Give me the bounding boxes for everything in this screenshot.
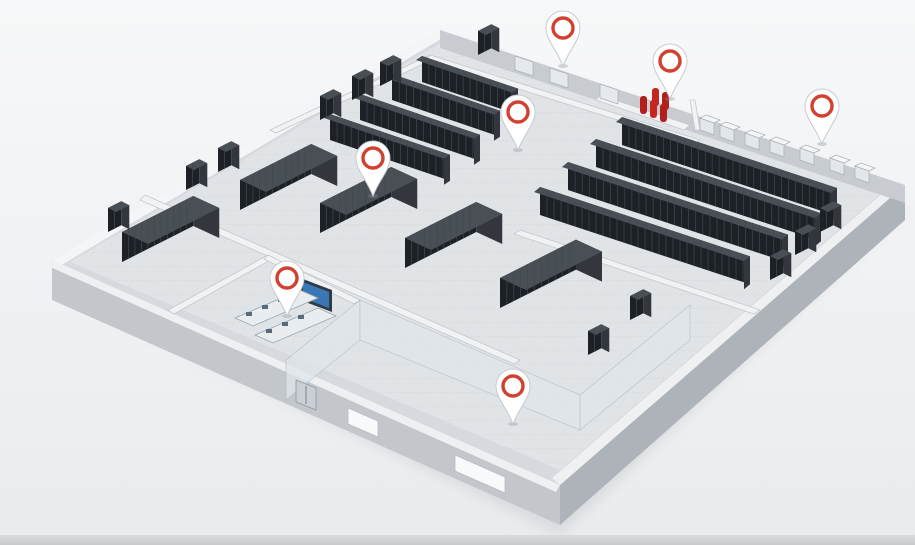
ups-cabinet-4 [769, 136, 791, 158]
map-pin-icon [551, 16, 575, 40]
rack-row-north-3 [386, 74, 500, 141]
server-pod-2 [240, 144, 338, 210]
cabinet-12 [478, 24, 500, 55]
server-pod-5 [500, 239, 602, 308]
front-wall-windows [347, 407, 506, 494]
cabinet-8 [588, 324, 610, 355]
location-pin-7[interactable] [495, 368, 531, 426]
map-pin-icon [658, 49, 682, 73]
cabinet-4 [320, 89, 342, 120]
fire-suppression-cylinders [640, 88, 669, 122]
rack-row-east-3 [590, 139, 821, 247]
entrance-door [295, 379, 317, 411]
map-pin-icon [361, 146, 385, 170]
map-pin-icon [275, 266, 299, 290]
cabinet-1 [108, 201, 130, 232]
location-pin-6[interactable] [269, 260, 305, 318]
ups-cabinet-5 [799, 144, 821, 166]
viewport-bottom-bar [0, 535, 915, 545]
ups-room-unit-2 [549, 67, 569, 89]
cabinet-3 [218, 141, 240, 172]
cabinet-9 [770, 249, 792, 280]
rack-row-east-2 [562, 162, 788, 268]
ups-cabinet-1 [699, 114, 721, 136]
ups-cabinet-7 [854, 162, 876, 184]
location-pin-1[interactable] [545, 10, 581, 68]
rack-row-east-1 [534, 187, 750, 290]
rack-row-north-1 [324, 114, 450, 185]
cabinet-5 [352, 69, 374, 100]
map-pin-icon [810, 94, 834, 118]
cabinet-6 [380, 55, 402, 86]
monitoring-center [234, 278, 337, 344]
cabinet-11 [820, 201, 842, 232]
ups-cabinet-2 [719, 121, 741, 143]
ups-room-unit-3 [599, 83, 619, 105]
ups-cabinet-3 [744, 129, 766, 151]
rack-row-north-2 [354, 94, 480, 165]
server-pod-4 [405, 202, 503, 268]
location-pin-4[interactable] [500, 94, 536, 152]
slab-side-right [560, 185, 905, 525]
server-pod-1 [122, 196, 220, 262]
ups-room-unit-1 [514, 55, 534, 77]
location-pin-3[interactable] [804, 88, 840, 146]
location-pin-5[interactable] [355, 140, 391, 198]
location-pin-2[interactable] [652, 43, 688, 101]
cabinet-2 [186, 159, 208, 190]
ups-cabinet-6 [829, 154, 851, 176]
cabinet-7 [630, 289, 652, 320]
cabinet-10 [795, 224, 817, 255]
map-pin-icon [501, 374, 525, 398]
map-pin-icon [506, 100, 530, 124]
